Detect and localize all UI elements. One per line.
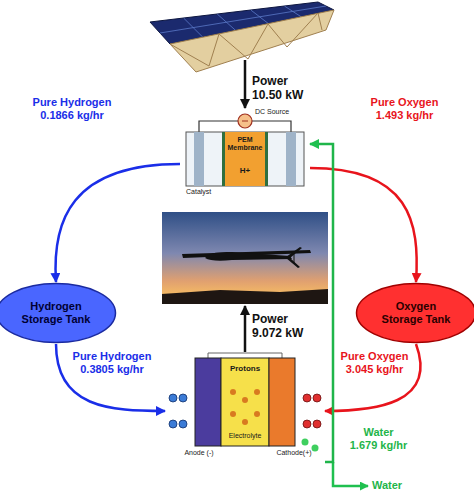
power-arrow (244, 60, 247, 108)
electrolyzer-cell: DC SourcePEM MembraneH+ Catalyst (180, 108, 310, 200)
molecule (169, 394, 177, 402)
hydrogen-molecules (169, 394, 187, 428)
flow-rate-label: Pure Oxygen 1.493 kg/hr (370, 96, 439, 122)
molecule (169, 420, 177, 428)
flow-rate-label: Water 1.679 kg/hr (349, 426, 408, 452)
molecule (313, 394, 321, 402)
anode-plate (194, 132, 204, 186)
flow-connector (56, 344, 165, 411)
storage-tank: Hydrogen Storage Tank (0, 282, 117, 344)
molecule (179, 394, 187, 402)
wing-truss (170, 10, 334, 72)
sky-background (162, 212, 328, 304)
power-arrow (244, 306, 247, 352)
oxygen-molecules (303, 394, 321, 428)
flow-connector (55, 164, 180, 282)
flow-connector (310, 168, 417, 282)
protons (230, 389, 260, 425)
dc-source-symbol (238, 114, 252, 128)
electrolyte-layer (221, 358, 269, 446)
flow-connector (310, 144, 333, 462)
uav-fuselage (205, 252, 292, 261)
molecule (179, 420, 187, 428)
storage-tank: Oxygen Storage Tank (355, 282, 474, 344)
water-drop (302, 439, 309, 446)
catalyst-layer (265, 132, 268, 186)
anode-layer (195, 358, 221, 446)
tank-ellipse (357, 284, 474, 343)
proton (254, 389, 260, 395)
catalyst-layer (222, 132, 225, 186)
ion-label: H+ (225, 166, 265, 175)
power-label: Power 10.50 kW (252, 74, 305, 102)
tank-label: Hydrogen Storage Tank (16, 300, 96, 326)
proton (242, 419, 248, 425)
water-outlet-label: Water (372, 479, 402, 492)
cell-housing (186, 132, 304, 186)
water-drop (312, 445, 319, 452)
part-label: Electrolyte (221, 432, 269, 440)
part-label: PEM Membrane (225, 136, 265, 152)
uav-propeller (294, 253, 295, 263)
electrolyzer-art (180, 108, 310, 200)
molecule (303, 420, 311, 428)
cathode-layer (269, 358, 295, 446)
flow-connector (325, 344, 421, 411)
electrode-label: Cathode(+) (265, 449, 323, 457)
power-label: Power 9.072 kW (252, 312, 305, 340)
molecule (303, 394, 311, 402)
flow-rate-label: Pure Oxygen 3.045 kg/hr (340, 350, 409, 376)
tank-label: Oxygen Storage Tank (376, 300, 456, 326)
solar-wing (150, 2, 334, 72)
external-circuit (208, 353, 282, 358)
part-label: DC Source (255, 108, 307, 116)
flow-rate-label: Pure Hydrogen 0.3805 kg/hr (72, 350, 152, 376)
part-label: Protons (221, 364, 269, 373)
proton (242, 397, 248, 403)
dc-source-sign (242, 121, 248, 122)
uav-photo (162, 212, 328, 304)
proton (230, 411, 236, 417)
proton (230, 389, 236, 395)
truss-struts (170, 13, 322, 66)
fuel-cell: ProtonsAnode (-) ElectrolyteCathode(+) (165, 352, 325, 470)
tank-ellipse (0, 284, 116, 343)
electrode-label: Anode (-) (171, 449, 227, 457)
pem-membrane (225, 132, 265, 186)
flow-rate-label: Pure Hydrogen 0.1866 kg/hr (32, 96, 112, 122)
ground-silhouette (162, 289, 328, 304)
cathode-plate (286, 132, 296, 186)
water-outlet-arrow (333, 462, 368, 486)
part-label: Catalyst (186, 188, 230, 196)
proton (254, 411, 260, 417)
molecule (313, 420, 321, 428)
uav-tail (286, 247, 302, 268)
